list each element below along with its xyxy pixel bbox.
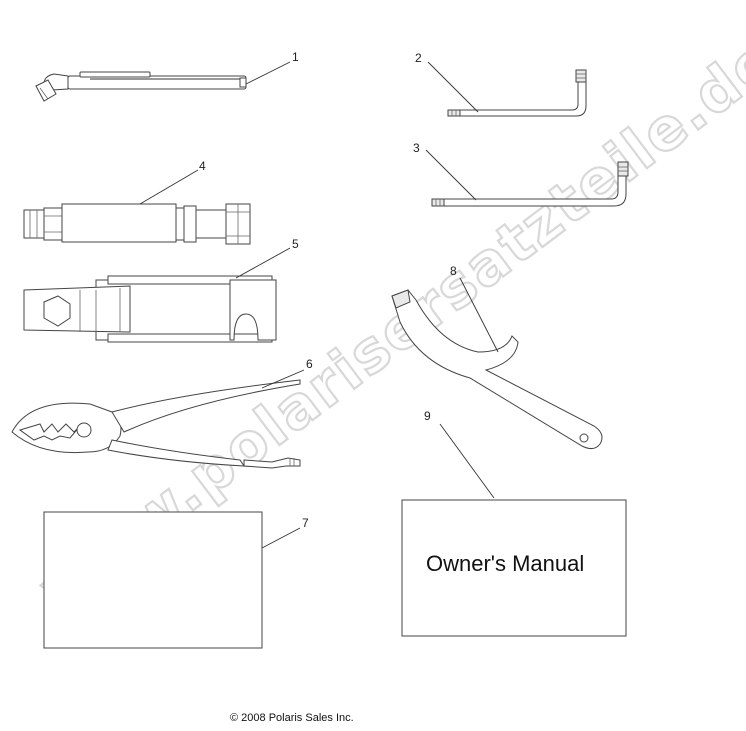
leader-1: [245, 61, 291, 85]
callout-8: 8: [450, 264, 457, 278]
part-4-socket-extension: [23, 169, 251, 245]
part-8-spanner-wrench: [391, 277, 603, 450]
leader-7: [261, 527, 301, 549]
callout-3: 3: [413, 141, 420, 155]
leader-6: [261, 369, 305, 389]
copyright-text: © 2008 Polaris Sales Inc.: [230, 712, 354, 724]
owners-manual-label: Owner's Manual: [426, 551, 584, 576]
callout-5: 5: [292, 237, 299, 251]
callout-2: 2: [415, 51, 422, 65]
part-5-plug-wrench: [23, 247, 291, 343]
callout-1: 1: [292, 50, 299, 64]
leader-3: [425, 149, 477, 201]
part-3-hex-key-long: [425, 149, 629, 207]
callout-7: 7: [302, 516, 309, 530]
leader-5: [235, 247, 291, 279]
part-7-document: [43, 511, 263, 649]
part-1-pressure-gauge: [35, 61, 291, 102]
part-2-hex-key: [427, 61, 587, 117]
leader-2: [427, 61, 479, 113]
leader-9: [439, 423, 495, 499]
callout-4: 4: [199, 159, 206, 173]
leader-4: [139, 169, 199, 205]
part-6-pliers: [11, 369, 305, 469]
callout-6: 6: [306, 357, 313, 371]
callout-9: 9: [424, 409, 431, 423]
leader-8: [459, 277, 499, 353]
part-9-owners-manual: [401, 499, 627, 637]
